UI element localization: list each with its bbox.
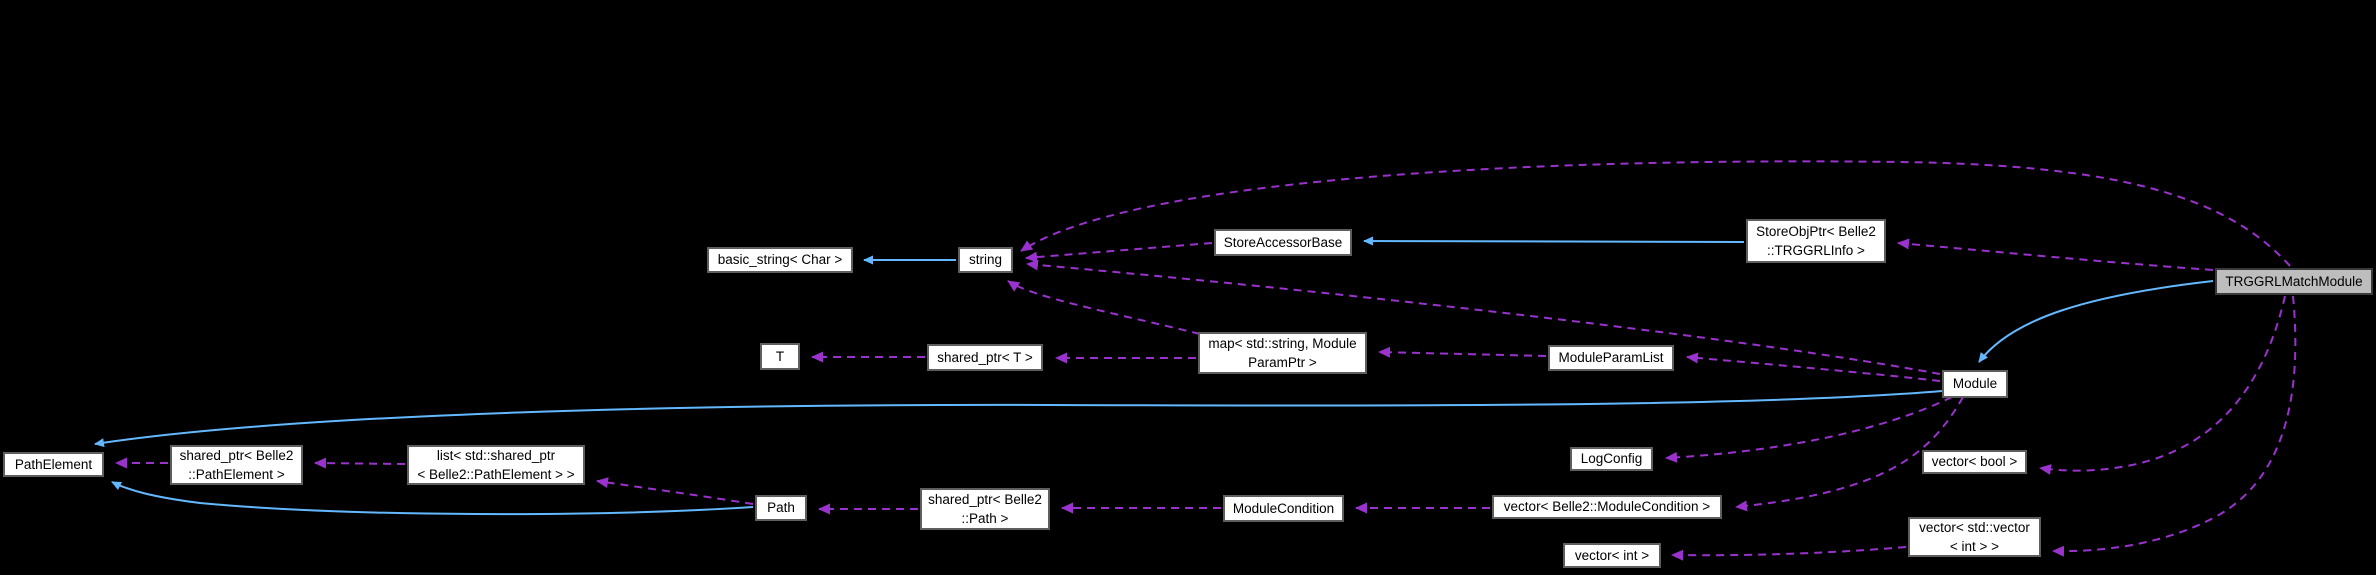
edge-vectorstdvectorint-to-vectorint [1671, 546, 1907, 561]
edge-path-to-list [596, 477, 754, 505]
edge-module-to-moduleparamlist [1686, 352, 1941, 382]
edge-module-to-logconfig [1665, 396, 1953, 463]
node-module[interactable]: Module [1942, 370, 2008, 398]
edge-trggrlmatchmodule-to-vectorbool [2039, 295, 2286, 475]
node-string[interactable]: string [958, 247, 1013, 273]
node-vector-bool[interactable]: vector< bool > [1922, 450, 2027, 474]
node-modulecondition[interactable]: ModuleCondition [1223, 495, 1344, 522]
edge-trggrlmatchmodule-to-module [1978, 280, 2214, 363]
edge-module-to-vectormodulecondition [1735, 396, 1964, 512]
node-shared-ptr-belle2-pathelement[interactable]: shared_ptr< Belle2 ::PathElement > [170, 445, 303, 485]
node-storeobjptr-belle2-trggrlinfo[interactable]: StoreObjPtr< Belle2 ::TRGGRLInfo > [1746, 219, 1886, 263]
edge-trggrlmatchmodule-to-storeobjptr [1897, 238, 2214, 271]
node-trggrlmatchmodule[interactable]: TRGGRLMatchModule [2215, 268, 2373, 295]
edge-module-to-string [1026, 259, 1941, 375]
node-logconfig[interactable]: LogConfig [1570, 447, 1653, 471]
node-list-shared-ptr-belle2-pathelement[interactable]: list< std::shared_ptr < Belle2::PathElem… [407, 445, 585, 485]
edge-storeaccessorbase-to-string [1025, 242, 1213, 263]
node-t[interactable]: T [760, 343, 800, 370]
edge-module-to-pathelement [94, 390, 1943, 448]
node-pathelement[interactable]: PathElement [3, 452, 104, 477]
node-shared-ptr-t[interactable]: shared_ptr< T > [927, 344, 1043, 371]
node-path[interactable]: Path [755, 495, 807, 521]
node-vector-std-vector-int[interactable]: vector< std::vector < int > > [1908, 517, 2041, 557]
node-vector-belle2-modulecondition[interactable]: vector< Belle2::ModuleCondition > [1492, 495, 1722, 519]
edge-trggrlmatchmodule-to-string [1020, 160, 2291, 267]
node-map-string-moduleparamptr[interactable]: map< std::string, Module ParamPtr > [1198, 332, 1367, 374]
edge-map-to-string [1007, 280, 1201, 335]
node-storeaccessorbase[interactable]: StoreAccessorBase [1214, 229, 1352, 256]
node-vector-int[interactable]: vector< int > [1563, 543, 1661, 568]
edge-path-to-pathelement [111, 481, 754, 516]
edge-list-to-sharedptrpathelement [314, 457, 406, 469]
node-basic-string-char[interactable]: basic_string< Char > [707, 247, 853, 273]
edge-trggrlmatchmodule-to-vectorstdvectorint [2052, 295, 2297, 557]
node-shared-ptr-belle2-path[interactable]: shared_ptr< Belle2 ::Path > [920, 488, 1050, 530]
edge-moduleparamlist-to-map [1378, 346, 1547, 358]
node-moduleparamlist[interactable]: ModuleParamList [1548, 345, 1674, 371]
edge-storeobjptr-to-storeaccessorbase [1363, 236, 1745, 246]
